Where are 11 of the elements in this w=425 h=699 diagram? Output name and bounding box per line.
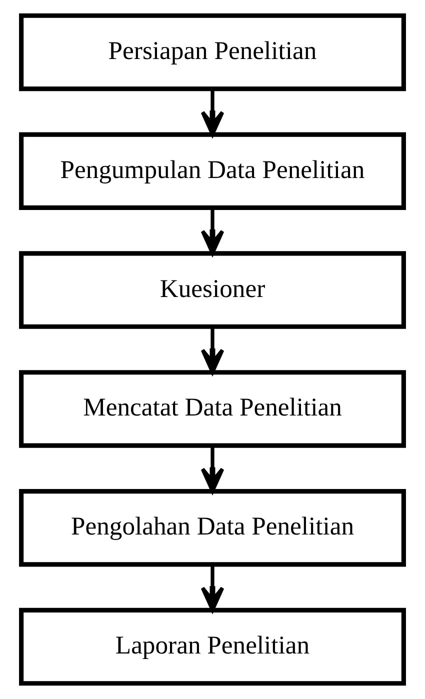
node-box: Laporan Penelitian: [19, 608, 406, 686]
arrow: [200, 89, 224, 136]
arrow: [200, 446, 224, 493]
node-box: Pengumpulan Data Penelitian: [19, 132, 406, 210]
node-box: Kuesioner: [19, 251, 406, 329]
arrow: [200, 564, 224, 612]
arrow: [200, 327, 224, 374]
arrow: [200, 208, 224, 256]
node-box: Persiapan Penelitian: [19, 13, 406, 92]
node-box: Pengolahan Data Penelitian: [19, 489, 406, 567]
node-box: Mencatat Data Penelitian: [19, 370, 406, 448]
